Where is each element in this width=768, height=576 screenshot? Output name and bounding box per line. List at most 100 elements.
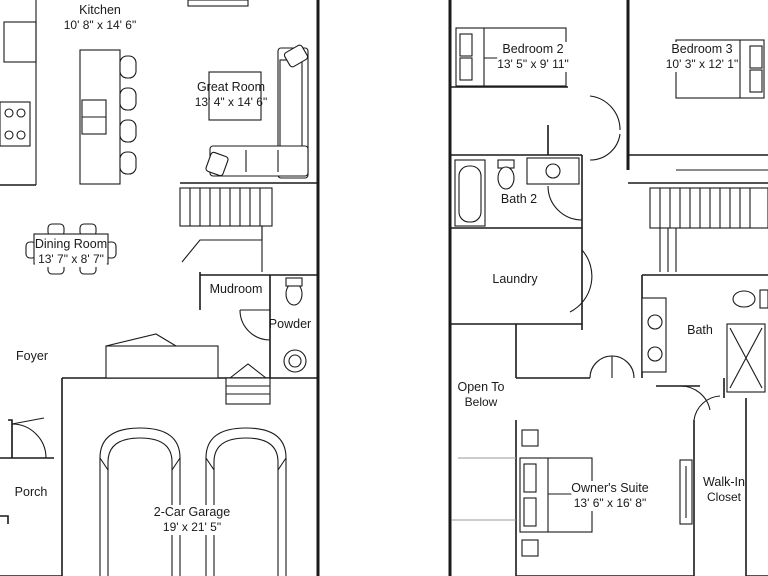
laundry-label: Laundry: [492, 272, 537, 287]
burner: [4, 130, 14, 140]
car: [205, 427, 287, 576]
door-swing: [611, 355, 635, 379]
door-swing: [547, 185, 583, 221]
door: [11, 417, 45, 425]
sink: [3, 21, 37, 63]
bath2-label: Bath 2: [501, 192, 537, 207]
step-lines: [226, 385, 270, 395]
room-name: Bath: [687, 323, 713, 337]
room-name-line2: Closet: [706, 490, 741, 504]
mudroom-label: Mudroom: [210, 282, 263, 297]
shower-x: [729, 327, 763, 389]
pillow: [459, 57, 473, 81]
door-swing: [239, 309, 271, 341]
step: [225, 377, 271, 405]
toilet-tank: [759, 289, 768, 309]
door-swing: [569, 249, 593, 313]
bedroom3-label: Bedroom 3 10' 3" x 12' 1": [665, 42, 739, 72]
pillow: [459, 33, 473, 57]
cooktop: [0, 101, 31, 147]
room-name: Great Room: [196, 80, 266, 94]
nightstand: [521, 539, 539, 557]
room-name: Walk-In: [703, 475, 745, 489]
pedestal-sink: [283, 349, 307, 373]
toilet: [732, 290, 756, 308]
door-swing: [693, 395, 721, 421]
great-room-label: Great Room 13' 4" x 14' 6": [195, 80, 267, 110]
room-dimensions: 13' 6" x 16' 8": [573, 496, 647, 510]
room-name: Bath 2: [500, 192, 538, 206]
kitchen-label: Kitchen 10' 8" x 14' 6": [64, 3, 136, 33]
sofa-cushion: [245, 150, 279, 172]
door-swing: [229, 363, 267, 379]
bench-line: [105, 333, 177, 347]
room-name-line2: Below: [464, 395, 498, 409]
room-name: Open To: [457, 380, 505, 394]
room-name: Foyer: [16, 349, 48, 363]
bar-stool: [119, 151, 137, 175]
bar-stool: [119, 55, 137, 79]
porch-label: Porch: [15, 485, 48, 500]
dining-room-label: Dining Room 13' 7" x 8' 7": [34, 237, 108, 267]
pedestal-sink: [288, 354, 302, 368]
wall: [8, 419, 13, 458]
toilet-tank: [285, 277, 303, 287]
burner: [16, 108, 26, 118]
coffee-table: [208, 71, 262, 121]
pillow: [749, 45, 763, 69]
room-name: Kitchen: [79, 3, 121, 17]
door-swing: [589, 355, 613, 379]
range-hood: [187, 0, 249, 7]
stairs: [649, 169, 768, 272]
sink: [647, 314, 663, 330]
toilet: [497, 166, 515, 190]
pillow: [749, 69, 763, 93]
room-name: Bedroom 2: [502, 42, 564, 56]
room-name: Laundry: [492, 272, 538, 286]
room-name: Bedroom 3: [671, 42, 733, 56]
door-swing: [679, 385, 711, 411]
pillow: [523, 497, 537, 527]
pillow: [523, 463, 537, 493]
door-swing: [589, 95, 621, 131]
room-name: Powder: [268, 317, 312, 331]
vanity: [526, 157, 580, 185]
vanity: [641, 297, 667, 373]
wall: [0, 515, 9, 524]
foyer-label: Foyer: [16, 349, 48, 364]
room-dimensions: 10' 3" x 12' 1": [665, 57, 739, 71]
bathtub-inner: [458, 165, 482, 223]
sink: [545, 163, 561, 179]
open-to-below-label: Open To Below: [457, 380, 504, 410]
sofa-arm: [283, 44, 309, 68]
burner: [16, 130, 26, 140]
room-name: Mudroom: [209, 282, 263, 296]
room-dimensions: 13' 4" x 14' 6": [194, 95, 268, 109]
first-floor: [0, 0, 320, 576]
bench: [105, 345, 219, 379]
room-name: Porch: [14, 485, 48, 499]
room-dimensions: 13' 7" x 8' 7": [38, 252, 104, 266]
garage-label: 2-Car Garage 19' x 21' 5": [153, 505, 231, 535]
owners-suite-label: Owner's Suite 13' 6" x 16' 8": [571, 481, 649, 511]
door-swing: [11, 423, 47, 459]
bath-label: Bath: [687, 323, 713, 338]
door-swing: [589, 133, 621, 161]
room-dimensions: 10' 8" x 14' 6": [63, 18, 137, 32]
sofa-arm: [205, 151, 229, 177]
room-dimensions: 13' 5" x 9' 11": [497, 57, 569, 71]
sink: [647, 346, 663, 362]
room-name: 2-Car Garage: [153, 505, 231, 519]
nightstand: [521, 429, 539, 447]
room-name: Owner's Suite: [571, 481, 649, 495]
car: [99, 427, 181, 576]
room-dimensions: 19' x 21' 5": [162, 520, 222, 534]
bedroom2-label: Bedroom 2 13' 5" x 9' 11": [497, 42, 569, 72]
walk-in-closet-label: Walk-In Closet: [703, 475, 745, 505]
bar-stool: [119, 87, 137, 111]
room-name: Dining Room: [34, 237, 108, 251]
bar-stool: [119, 119, 137, 143]
burner: [4, 108, 14, 118]
powder-label: Powder: [269, 317, 311, 332]
